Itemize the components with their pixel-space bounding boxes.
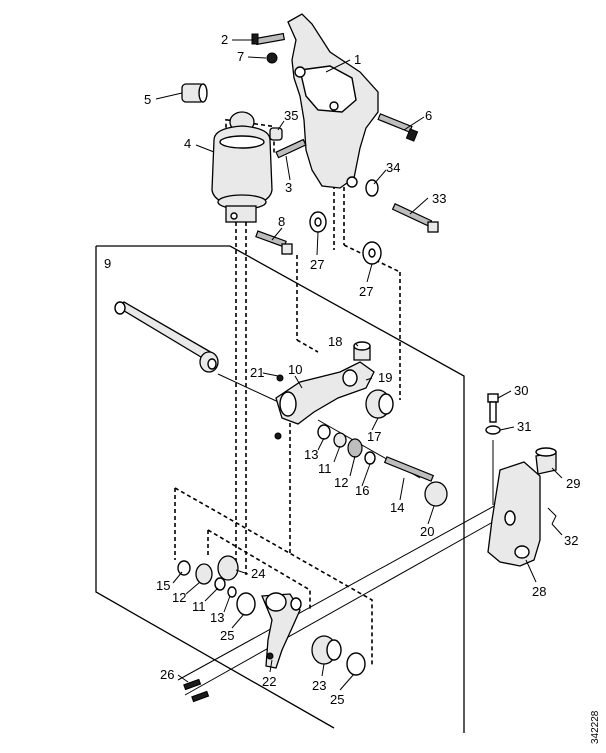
callout-12a: 12 bbox=[334, 475, 348, 490]
callout-8: 8 bbox=[278, 214, 285, 229]
figure-reference-number: 342228 bbox=[590, 710, 601, 744]
callout-17: 17 bbox=[367, 429, 381, 444]
callout-33: 33 bbox=[432, 191, 446, 206]
bolt-part-14 bbox=[383, 456, 435, 482]
callout-6: 6 bbox=[425, 108, 432, 123]
callout-24: 24 bbox=[251, 566, 265, 581]
callout-29: 29 bbox=[566, 476, 580, 491]
assembly-dashed-lines bbox=[174, 118, 401, 665]
bushing-part-23 bbox=[311, 635, 342, 665]
bolt-part-8 bbox=[255, 230, 293, 255]
bolt-part-3 bbox=[275, 138, 307, 159]
bushings-parts-15-24 bbox=[177, 555, 239, 598]
callout-18: 18 bbox=[328, 334, 342, 349]
washer-part-25a bbox=[236, 592, 256, 616]
callout-1: 1 bbox=[354, 52, 361, 67]
callout-11b: 11 bbox=[192, 599, 206, 614]
bolt-part-2 bbox=[251, 32, 286, 46]
callout-16: 16 bbox=[355, 483, 369, 498]
axle-lines bbox=[177, 373, 501, 696]
bolt-part-33 bbox=[391, 203, 439, 233]
callout-9: 9 bbox=[104, 256, 111, 271]
callout-2: 2 bbox=[221, 32, 228, 47]
washer-part-31 bbox=[485, 425, 501, 435]
group-9-frame bbox=[95, 245, 465, 733]
callout-15: 15 bbox=[156, 578, 170, 593]
nut-part-35 bbox=[269, 127, 283, 141]
link-arm-part-10 bbox=[274, 361, 375, 440]
washer-part-25b bbox=[346, 652, 366, 676]
callout-27b: 27 bbox=[359, 284, 373, 299]
link-arm-part-22 bbox=[261, 592, 302, 669]
callout-26: 26 bbox=[160, 667, 174, 682]
callout-12b: 12 bbox=[172, 590, 186, 605]
bolts-part-26 bbox=[183, 678, 210, 703]
callout-23: 23 bbox=[312, 678, 326, 693]
callout-22: 22 bbox=[262, 674, 276, 689]
callout-4: 4 bbox=[184, 136, 191, 151]
callout-27a: 27 bbox=[310, 257, 324, 272]
callout-28: 28 bbox=[532, 584, 546, 599]
callout-25b: 25 bbox=[330, 692, 344, 707]
clip-part-32 bbox=[547, 507, 557, 525]
bushing-part-17 bbox=[365, 389, 394, 419]
washers-parts-11-12-13-16 bbox=[317, 424, 376, 465]
nut-part-7 bbox=[266, 52, 278, 64]
callout-labels: 9 1 2 3 4 5 6 7 8 10 11 11 12 12 13 13 1… bbox=[104, 32, 580, 707]
callout-14: 14 bbox=[390, 500, 404, 515]
callout-leaders bbox=[155, 39, 563, 691]
tie-rod bbox=[114, 301, 219, 373]
callout-21: 21 bbox=[250, 365, 264, 380]
washer-part-34 bbox=[365, 179, 379, 197]
pin-part-18 bbox=[353, 341, 371, 361]
callout-10: 10 bbox=[288, 362, 302, 377]
callout-32: 32 bbox=[564, 533, 578, 548]
callout-25a: 25 bbox=[220, 628, 234, 643]
bracket-part-28 bbox=[487, 461, 541, 567]
callout-3: 3 bbox=[285, 180, 292, 195]
air-spring-part-4 bbox=[211, 111, 273, 223]
pin-part-29 bbox=[535, 447, 557, 475]
callout-31: 31 bbox=[517, 419, 531, 434]
callout-34: 34 bbox=[386, 160, 400, 175]
callout-13b: 13 bbox=[210, 610, 224, 625]
callout-5: 5 bbox=[144, 92, 151, 107]
bracket-part-1 bbox=[287, 13, 379, 189]
callout-13a: 13 bbox=[304, 447, 318, 462]
bolt-part-30 bbox=[487, 393, 499, 423]
bolt-part-6 bbox=[377, 113, 419, 142]
callout-30: 30 bbox=[514, 383, 528, 398]
callout-35: 35 bbox=[284, 108, 298, 123]
bushing-part-5 bbox=[181, 83, 208, 103]
cap-part-20 bbox=[424, 481, 448, 507]
callout-11a: 11 bbox=[318, 461, 332, 476]
callout-20: 20 bbox=[420, 524, 434, 539]
callout-7: 7 bbox=[237, 49, 244, 64]
callout-19: 19 bbox=[378, 370, 392, 385]
